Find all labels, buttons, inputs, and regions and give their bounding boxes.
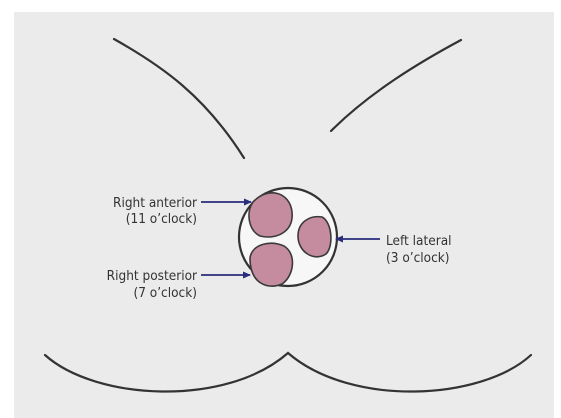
right-anterior-position: (11 o’clock) — [126, 211, 197, 227]
right-anterior-cushion — [249, 193, 292, 237]
right-posterior-label: Right posterior — [107, 268, 197, 284]
left-lateral-cushion — [298, 217, 331, 257]
lower-buttocks-curve — [45, 353, 531, 392]
right-buttock-curve — [331, 40, 461, 131]
right-anterior-label: Right anterior — [113, 195, 197, 211]
left-lateral-position: (3 o’clock) — [386, 250, 450, 266]
left-buttock-curve — [114, 39, 244, 158]
right-posterior-cushion — [250, 243, 292, 286]
right-posterior-position: (7 o’clock) — [133, 285, 197, 301]
left-lateral-label: Left lateral — [386, 233, 452, 249]
